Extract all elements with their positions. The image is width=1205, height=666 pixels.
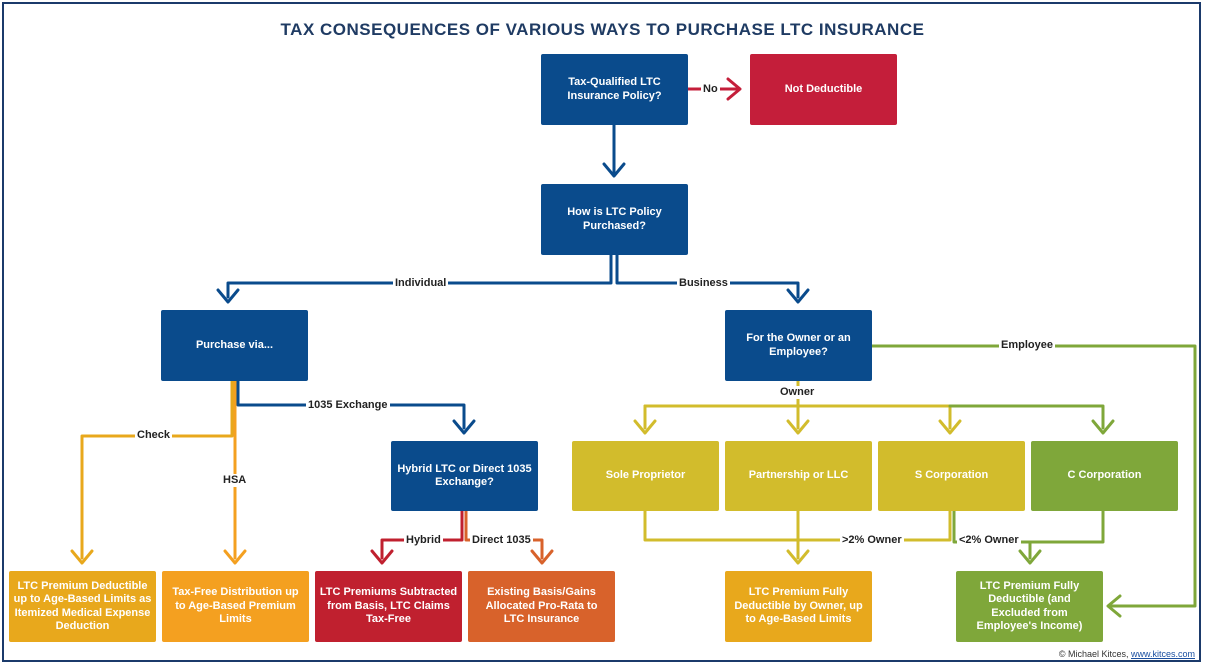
edge-label-lt2-owner: <2% Owner	[957, 534, 1021, 547]
node-purchase-via: Purchase via...	[161, 310, 308, 381]
node-not-deductible: Not Deductible	[750, 54, 897, 125]
edge-owner-ccorp	[948, 404, 1105, 430]
node-hybrid-or-1035: Hybrid LTC or Direct 1035 Exchange?	[391, 441, 538, 511]
footer-copyright: © Michael Kitces,	[1058, 649, 1129, 659]
arrowhead-partnership	[786, 419, 810, 435]
node-s-corporation: S Corporation	[878, 441, 1025, 511]
edge-business	[615, 253, 800, 299]
node-tax-qualified: Tax-Qualified LTC Insurance Policy?	[541, 54, 688, 125]
node-partnership-llc: Partnership or LLC	[725, 441, 872, 511]
arrowhead-1035	[452, 419, 476, 435]
arrowhead-ccorp	[1091, 419, 1115, 435]
outcome-fully-deductible-excluded: LTC Premium Fully Deductible (and Exclud…	[956, 571, 1103, 642]
arrowhead-check	[70, 549, 94, 565]
node-c-corporation: C Corporation	[1031, 441, 1178, 511]
edge-sole-down	[643, 509, 800, 542]
edge-label-hsa: HSA	[221, 474, 249, 487]
edge-label-check: Check	[135, 429, 173, 442]
edge-label-business: Business	[677, 277, 730, 290]
arrowhead-how	[602, 162, 626, 178]
outcome-owner-deductible: LTC Premium Fully Deductible by Owner, u…	[725, 571, 872, 642]
edge-label-owner: Owner	[778, 386, 817, 399]
node-how-purchased: How is LTC Policy Purchased?	[541, 184, 688, 255]
arrowhead-sole	[633, 419, 657, 435]
node-sole-proprietor: Sole Proprietor	[572, 441, 719, 511]
footer-link[interactable]: www.kitces.com	[1130, 649, 1195, 659]
node-owner-or-employee: For the Owner or an Employee?	[725, 310, 872, 381]
footer-credit: © Michael Kitces, www.kitces.com	[1059, 649, 1195, 659]
edge-label-no: No	[701, 83, 720, 96]
arrowhead-direct-1035	[530, 549, 554, 565]
edge-label-hybrid: Hybrid	[404, 534, 443, 547]
edge-individual	[226, 253, 613, 299]
arrowhead-hsa	[223, 549, 247, 565]
outcome-basis-allocated: Existing Basis/Gains Allocated Pro-Rata …	[468, 571, 615, 642]
edge-ccorp-down	[1028, 509, 1105, 544]
edge-label-individual: Individual	[393, 277, 449, 290]
outcome-itemized-deduction: LTC Premium Deductible up to Age-Based L…	[9, 571, 156, 642]
edge-label-gt2-owner: >2% Owner	[840, 534, 904, 547]
arrowhead-no	[726, 77, 742, 101]
outcome-premiums-subtracted: LTC Premiums Subtracted from Basis, LTC …	[315, 571, 462, 642]
arrowhead-owner-deductible	[786, 549, 810, 565]
arrowhead-scorp	[938, 419, 962, 435]
edge-label-employee: Employee	[999, 339, 1055, 352]
arrowhead-employee	[1106, 594, 1122, 618]
edge-check	[80, 379, 234, 560]
arrowhead-hybrid	[370, 549, 394, 565]
arrowhead-individual	[216, 288, 240, 304]
edge-label-direct-1035: Direct 1035	[470, 534, 533, 547]
arrowhead-fully-deductible	[1018, 549, 1042, 565]
outcome-tax-free-distribution: Tax-Free Distribution up to Age-Based Pr…	[162, 571, 309, 642]
arrowhead-business	[786, 288, 810, 304]
edge-label-1035-exchange: 1035 Exchange	[306, 399, 390, 412]
diagram-title: TAX CONSEQUENCES OF VARIOUS WAYS TO PURC…	[280, 20, 925, 39]
